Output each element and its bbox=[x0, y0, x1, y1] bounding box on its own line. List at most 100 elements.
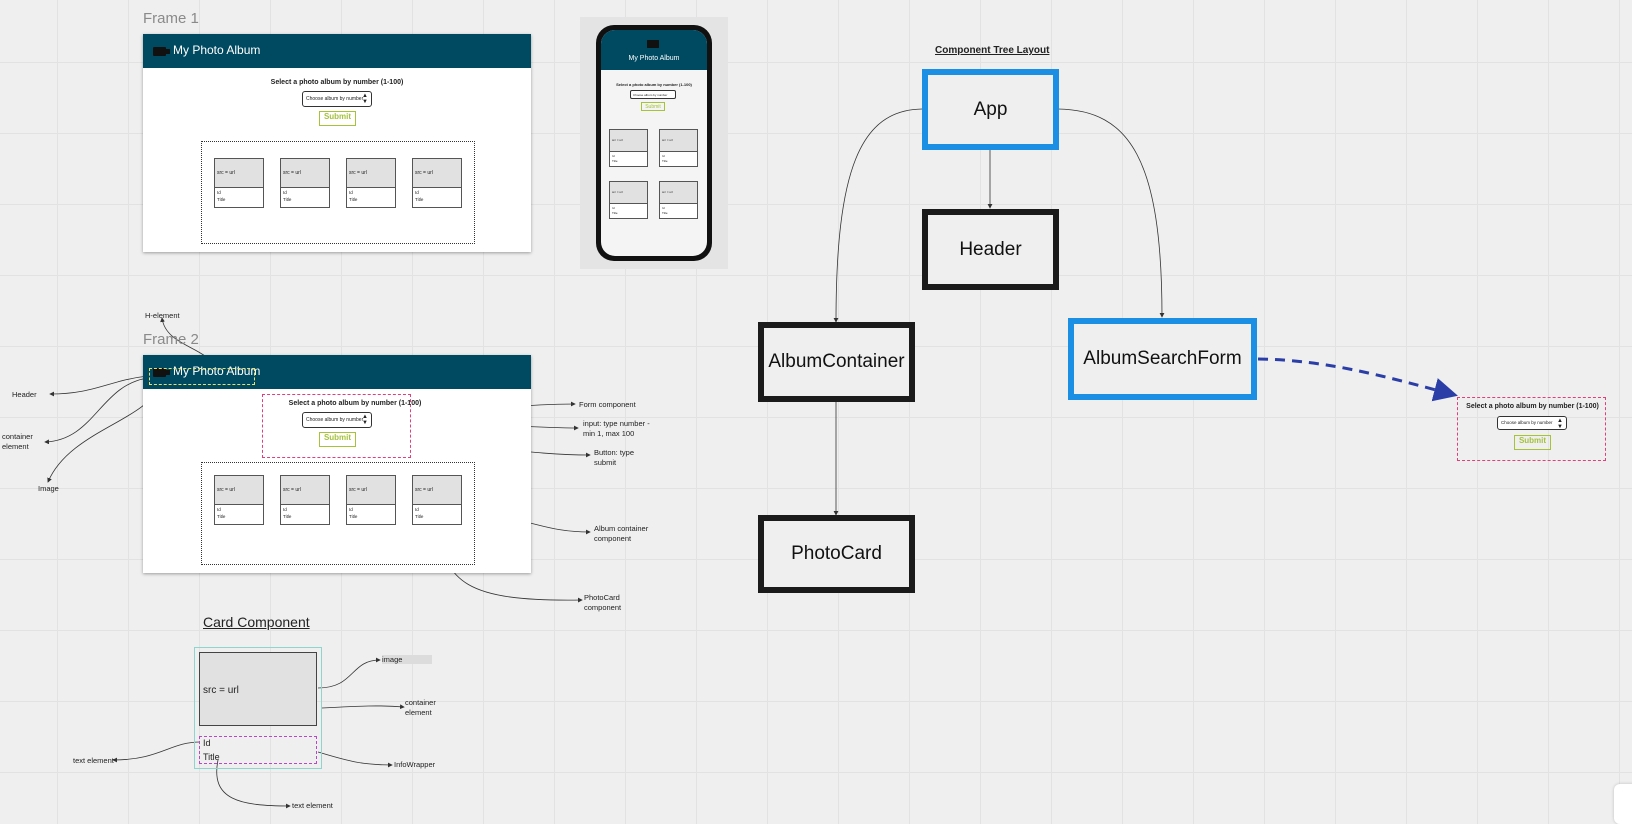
frame2-submit-button[interactable]: Submit bbox=[319, 432, 356, 447]
card-id: Id bbox=[217, 507, 221, 512]
frame2-header-title: My Photo Album bbox=[173, 364, 261, 378]
card-image bbox=[281, 159, 329, 188]
card-src: src = url bbox=[662, 190, 673, 194]
card-title: Title bbox=[662, 211, 668, 215]
card-image bbox=[660, 182, 697, 204]
connector-card-container bbox=[321, 704, 405, 710]
phone-submit-button[interactable]: Submit bbox=[641, 102, 665, 111]
card-title: Title bbox=[415, 197, 424, 202]
frame1-album-select[interactable]: Choose album by number ▲▼ bbox=[302, 91, 372, 107]
card-title: Title bbox=[217, 514, 226, 519]
node-album-container: AlbumContainer bbox=[758, 322, 915, 402]
card-image bbox=[347, 476, 395, 505]
card-id: Id bbox=[662, 154, 665, 158]
card-image bbox=[660, 130, 697, 152]
card-id: Id bbox=[349, 190, 353, 195]
card-id: Id bbox=[283, 190, 287, 195]
annotation-input: input: type number - min 1, max 100 bbox=[583, 419, 650, 438]
card-src: src = url bbox=[612, 190, 623, 194]
phone-album-select[interactable]: Choose album by number bbox=[630, 90, 676, 99]
card-src: src = url bbox=[415, 170, 433, 176]
card-src: src = url bbox=[283, 170, 301, 176]
frame1-submit-button[interactable]: Submit bbox=[319, 111, 356, 126]
connector-header bbox=[49, 375, 149, 397]
frame1-label: Frame 1 bbox=[143, 10, 199, 27]
tree-title: Component Tree Layout bbox=[935, 45, 1050, 56]
card-src: src = url bbox=[349, 170, 367, 176]
form-preview-select[interactable]: Choose album by number ▲▼ bbox=[1497, 416, 1567, 430]
card-image bbox=[610, 182, 647, 204]
card-title: Title bbox=[415, 514, 424, 519]
frame1-prompt: Select a photo album by number (1-100) bbox=[270, 79, 404, 86]
updown-icon: ▲▼ bbox=[1557, 418, 1563, 430]
image-label-bar bbox=[382, 655, 432, 664]
annotation-container-element: container element bbox=[2, 432, 33, 451]
card-src: src = url bbox=[217, 170, 235, 176]
edge-form-preview bbox=[1257, 357, 1458, 402]
frame1-header: My Photo Album bbox=[143, 34, 531, 68]
card-id: Id bbox=[612, 206, 615, 210]
card-image bbox=[215, 159, 263, 188]
frame1-select-placeholder: Choose album by number bbox=[306, 96, 364, 102]
node-header: Header bbox=[922, 209, 1059, 290]
card-src: src = url bbox=[349, 487, 367, 493]
frame2-label: Frame 2 bbox=[143, 331, 199, 348]
form-preview-prompt: Select a photo album by number (1-100) bbox=[1466, 403, 1599, 410]
updown-icon: ▲▼ bbox=[362, 414, 368, 426]
frame2-prompt: Select a photo album by number (1-100) bbox=[288, 400, 422, 407]
phone-mockup: My Photo Album Select a photo album by n… bbox=[596, 25, 712, 261]
card-id: Id bbox=[415, 190, 419, 195]
card-title: Title bbox=[349, 514, 358, 519]
annotation-h-element: H-element bbox=[145, 311, 180, 320]
annotation-form-component: Form component bbox=[579, 400, 636, 409]
camera-icon bbox=[153, 368, 170, 377]
annotation-photocard: PhotoCard component bbox=[584, 593, 622, 612]
card-id: Id bbox=[662, 206, 665, 210]
card-src: src = url bbox=[662, 138, 673, 142]
card-src: src = url bbox=[612, 138, 623, 142]
card-image bbox=[413, 159, 461, 188]
phone-screen: My Photo Album Select a photo album by n… bbox=[601, 30, 707, 256]
card-image bbox=[281, 476, 329, 505]
node-app: App bbox=[922, 69, 1059, 150]
frame2-header: My Photo Album bbox=[143, 355, 531, 389]
edge-app-albumcontainer bbox=[833, 108, 923, 323]
zoom-widget[interactable] bbox=[1614, 784, 1632, 824]
phone-prompt: Select a photo album by number (1-100) bbox=[616, 82, 692, 87]
annotation-info-wrapper: InfoWrapper bbox=[394, 760, 436, 769]
card-component-container: src = url Id Title bbox=[194, 647, 322, 769]
card-title: Title bbox=[283, 197, 292, 202]
connector-card-text-bottom bbox=[216, 759, 291, 809]
card-title: Title bbox=[612, 159, 618, 163]
card-title: Title bbox=[217, 197, 226, 202]
camera-icon bbox=[647, 40, 659, 48]
frame2: My Photo Album Select a photo album by n… bbox=[143, 355, 531, 573]
card-component-id: Id bbox=[203, 738, 211, 748]
form-preview: Select a photo album by number (1-100) C… bbox=[1457, 397, 1606, 461]
frame1: My Photo Album Select a photo album by n… bbox=[143, 34, 531, 252]
annotation-card-image: image bbox=[382, 655, 403, 664]
card-id: Id bbox=[283, 507, 287, 512]
phone-header: My Photo Album bbox=[601, 30, 707, 70]
card-title: Title bbox=[349, 197, 358, 202]
node-photo-card: PhotoCard bbox=[758, 515, 915, 593]
node-album-search-form: AlbumSearchForm bbox=[1068, 318, 1257, 400]
annotation-text-element-left: text element bbox=[73, 756, 114, 765]
annotation-text-element-bottom: text element bbox=[292, 801, 333, 810]
card-id: Id bbox=[415, 507, 419, 512]
frame2-album-select[interactable]: Choose album by number ▲▼ bbox=[302, 412, 372, 428]
card-title: Title bbox=[662, 159, 668, 163]
form-preview-submit-button[interactable]: Submit bbox=[1514, 435, 1551, 450]
